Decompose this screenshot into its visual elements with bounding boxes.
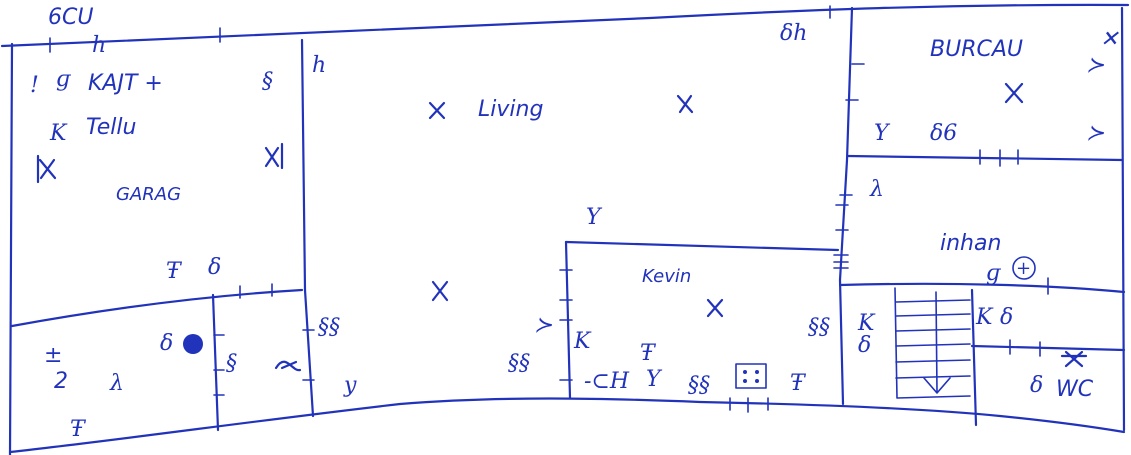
light-x-room2-right: [274, 360, 302, 372]
kevin-label: Kevin: [642, 266, 691, 287]
burcau-label: BURCAU: [930, 37, 1023, 62]
switch-symbol: §§: [318, 315, 340, 340]
kajt-label: KAJT +: [88, 71, 163, 96]
light-x-kevin: [706, 298, 724, 318]
interior-walls: [10, 6, 1126, 432]
stairs-down-arrow: [923, 291, 951, 394]
right-wall: [1120, 6, 1126, 432]
top-wall: [0, 3, 1130, 48]
kajt-tellu-label: Tellu: [86, 115, 136, 140]
socket-symbol: Ŧ: [166, 259, 183, 284]
light-x-living-left: [428, 101, 446, 120]
switch-symbol: δ: [1000, 305, 1013, 330]
living-label: Living: [478, 97, 543, 122]
left-wall: [8, 42, 14, 455]
outer-walls: [0, 3, 1130, 455]
scribble-mark: [183, 334, 203, 354]
garage-label: GARAG: [116, 184, 181, 205]
socket-symbol: Y: [586, 205, 603, 230]
inhan-label: inhan: [940, 231, 1001, 256]
wc-label: WC: [1056, 377, 1094, 402]
lamp-symbol: λ: [869, 177, 884, 202]
room-2-label: 2: [54, 369, 68, 394]
lamp-symbol: h: [92, 33, 106, 58]
switch-symbol: δ: [160, 331, 173, 356]
light-x-wc: [1060, 350, 1088, 368]
socket-symbol: -⊂H: [584, 369, 630, 394]
switch-symbol: §: [226, 351, 237, 376]
staircase: [894, 287, 971, 399]
socket-symbol: ≻: [1086, 53, 1105, 78]
socket-symbol: K: [49, 121, 68, 146]
light-symbol: ✕: [1100, 27, 1119, 52]
socket-symbol: y: [343, 373, 357, 398]
lamp-symbol: !: [30, 73, 39, 98]
socket-symbol: Ŧ: [640, 341, 657, 366]
ceiling-light-markers: [36, 82, 1088, 372]
switch-symbol: δ6: [930, 121, 957, 146]
light-x-kajt: [36, 154, 57, 184]
socket-symbol: Ŧ: [790, 371, 807, 396]
switch-symbol: ɡ: [986, 261, 1002, 286]
socket-symbol: Y: [874, 121, 891, 146]
switch-symbol: δ: [1030, 373, 1043, 398]
top-note-label: 6CU: [48, 5, 93, 30]
switch-symbol: δ: [208, 255, 221, 280]
socket-symbol: K: [975, 305, 994, 330]
socket-symbol: ±: [44, 343, 62, 368]
light-x-living-lower: [431, 280, 449, 302]
socket-symbol: Ŧ: [70, 417, 87, 442]
light-x-burcau: [1004, 82, 1024, 104]
light-x-garage: [264, 142, 284, 170]
switch-symbol: §§: [808, 315, 830, 340]
socket-symbol: K: [857, 311, 876, 336]
switch-symbol: δ: [858, 333, 871, 358]
socket-symbol: Y: [646, 367, 663, 392]
lamp-symbol: λ: [109, 371, 124, 396]
socket-symbol: ≻: [534, 313, 553, 338]
svg-text:+: +: [1016, 258, 1031, 279]
fixture-symbols: § h δh Y δ6 λ ≻ ✕ ≻ Y Ŧ δ δ § ± λ Ŧ §§ y…: [30, 21, 1119, 442]
socket-symbol: ≻: [1086, 121, 1105, 146]
stove-symbol: [735, 363, 767, 389]
switch-symbol: §§: [508, 351, 530, 376]
room-labels: 6CU KAJT + Tellu GARAG Living BURCAU inh…: [48, 5, 1094, 402]
switch-symbol: §: [262, 69, 273, 94]
socket-symbol: K: [573, 329, 592, 354]
light-fixture-icon: [1012, 256, 1036, 280]
light-x-living-right: [676, 94, 694, 114]
switch-symbol: δh: [780, 21, 807, 46]
switch-symbol: ɡ: [56, 67, 72, 92]
bottom-wall: [8, 397, 1126, 454]
lamp-symbol: h: [312, 53, 326, 78]
outlet-ticks: [49, 5, 1049, 413]
switch-symbol: §§: [688, 373, 710, 398]
